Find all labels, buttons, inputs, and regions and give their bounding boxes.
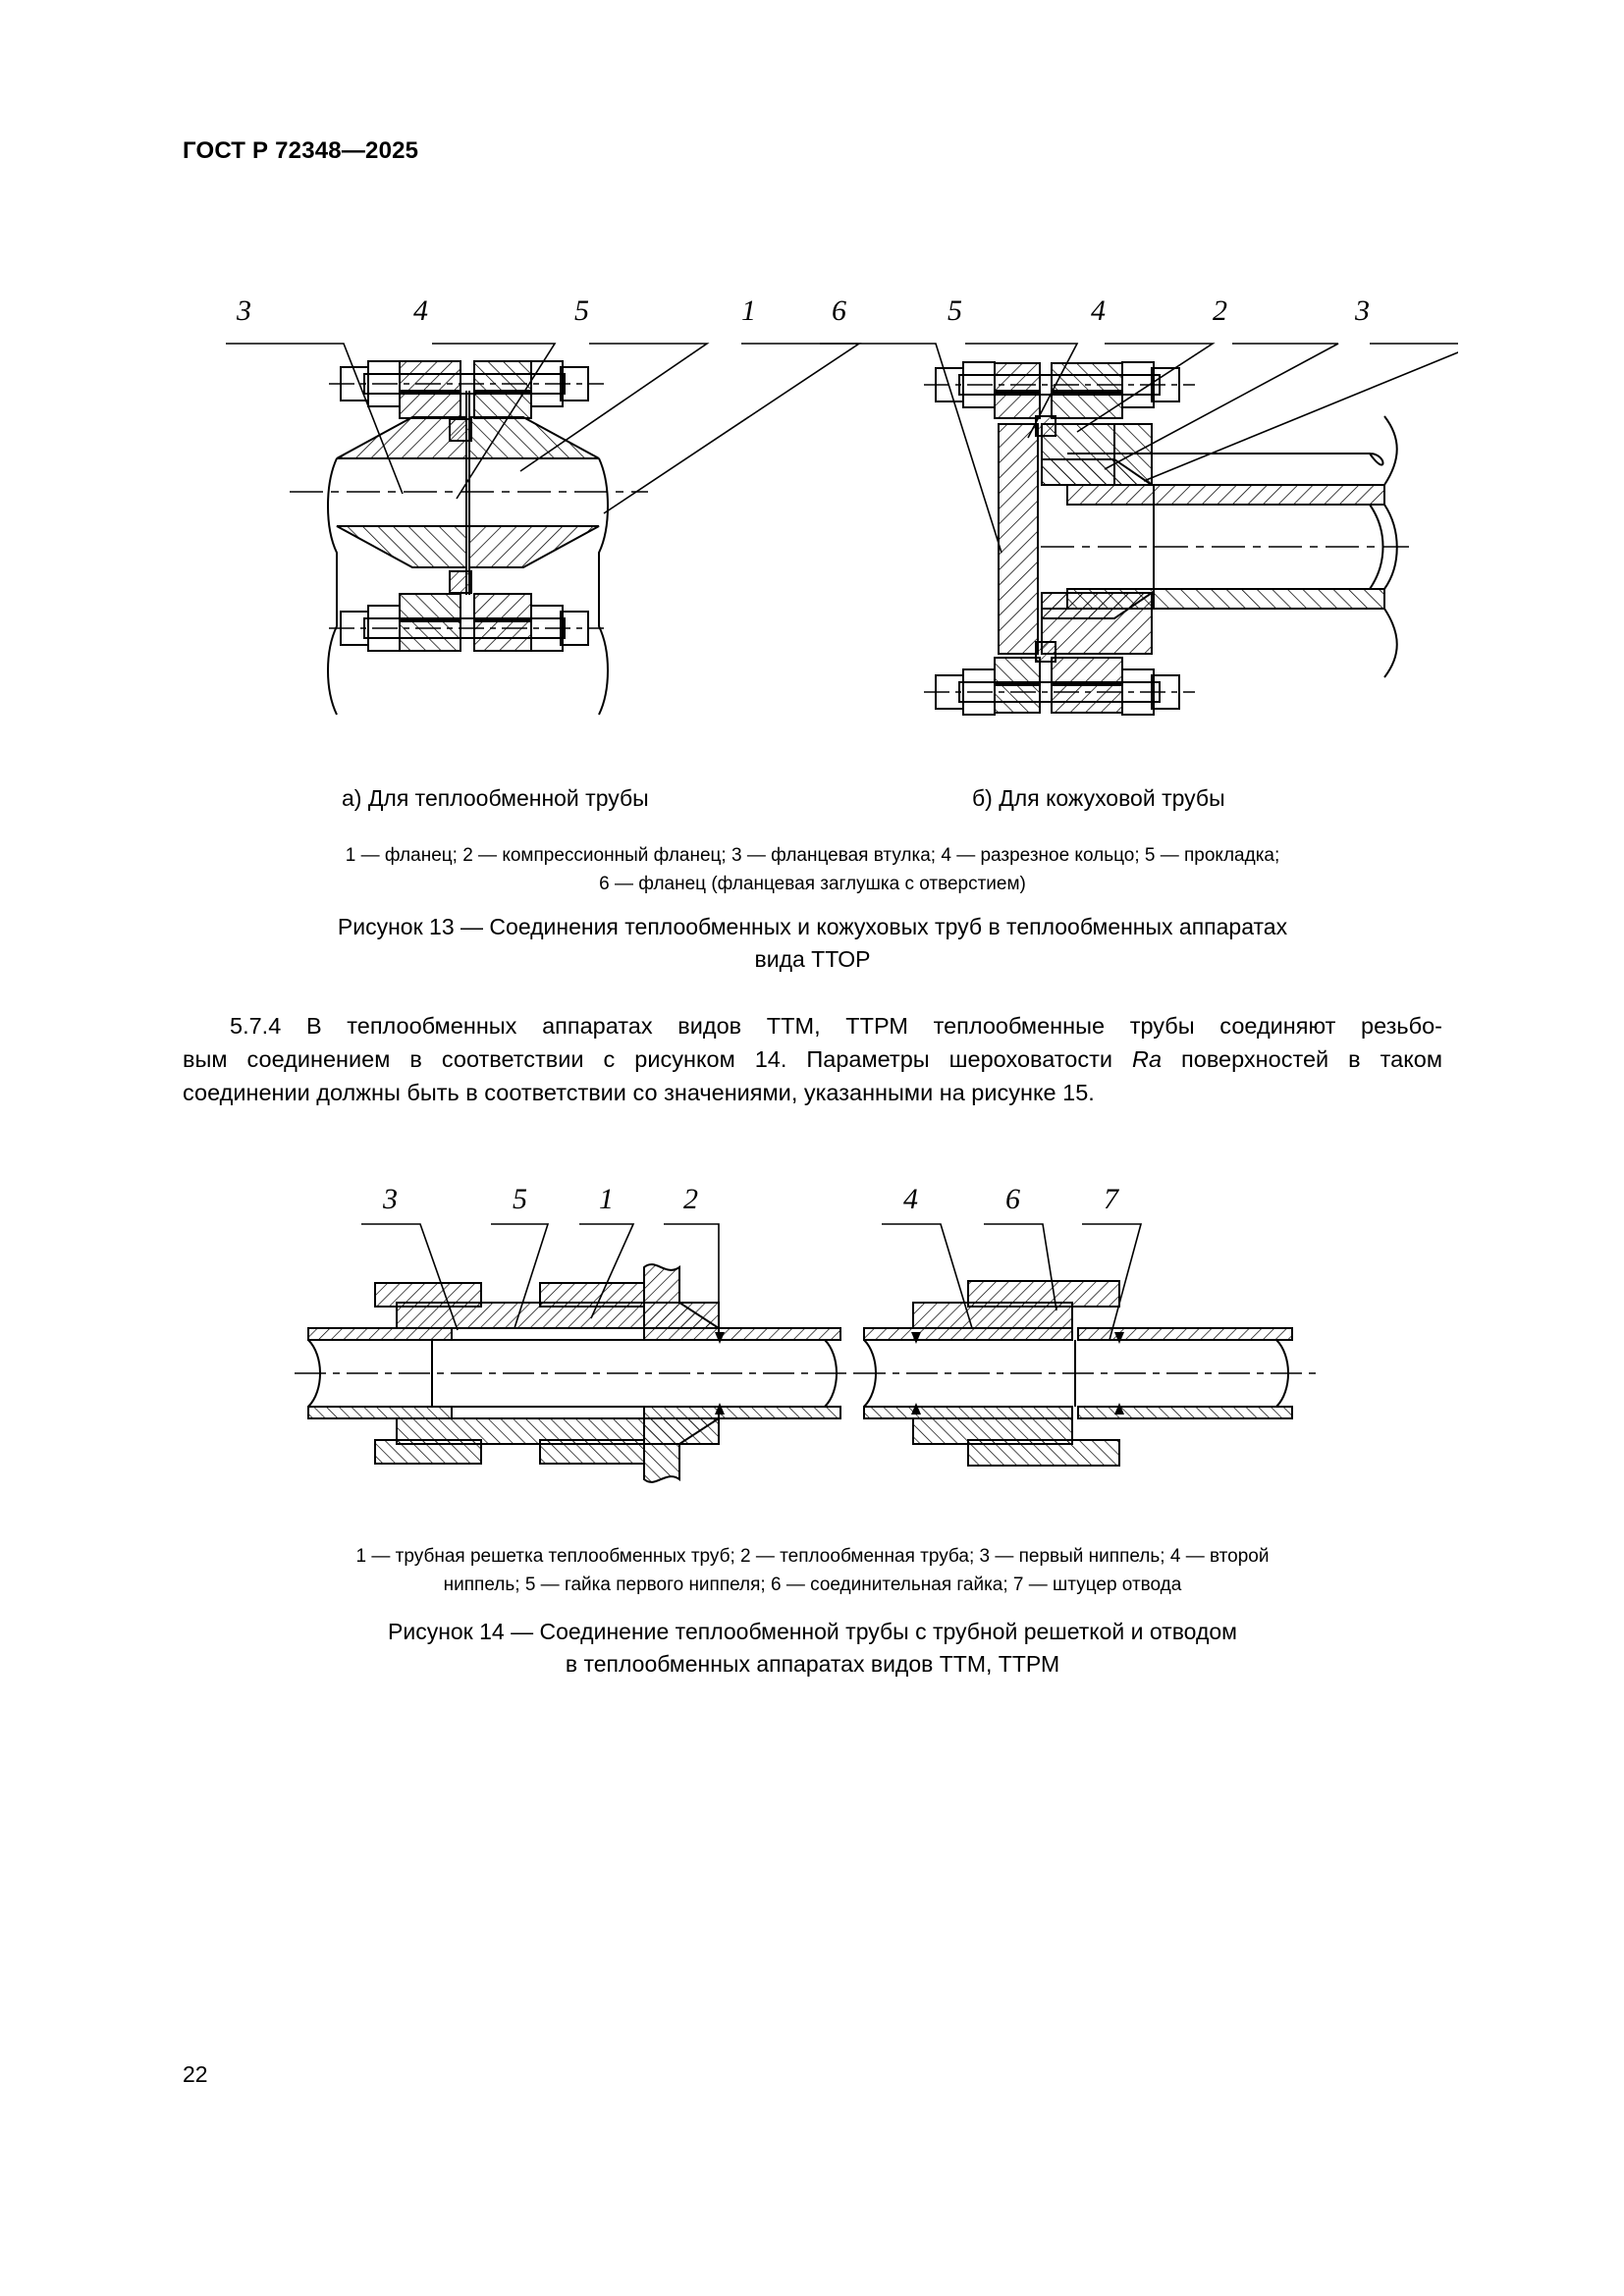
figure-13b-callout-5: 5 [947, 294, 962, 327]
figure-14-callout-6: 6 [1005, 1183, 1020, 1215]
figure-13a-bottom-bolt-group [329, 570, 604, 652]
figure-13a-assembly: 3 4 5 1 [226, 294, 862, 716]
figure-13a-callout-3: 3 [236, 294, 251, 327]
figure-13-legend-line-2: 6 — фланец (фланцевая заглушка с отверст… [599, 873, 1026, 894]
figure-14-caption: Рисунок 14 — Соединение теплообменной тр… [183, 1616, 1442, 1680]
figure-14-right-assembly: 4 6 7 [854, 1183, 1316, 1467]
page-number: 22 [183, 2061, 208, 2087]
paragraph-line-1: 5.7.4 В теплообменных аппаратах видов ТТ… [183, 1009, 1442, 1042]
figure-13a-callout-4: 4 [413, 294, 428, 327]
figure-13-legend: 1 — фланец; 2 — компрессионный фланец; 3… [183, 842, 1442, 899]
figure-13-caption: Рисунок 13 — Соединения теплообменных и … [183, 911, 1442, 975]
figure-13-caption-line-1: Рисунок 13 — Соединения теплообменных и … [337, 914, 1288, 939]
paragraph-line-2-before: вым соединением в соответствии с рисунко… [183, 1046, 1132, 1073]
figure-13b-callout-6: 6 [832, 294, 846, 327]
figure-13b-assembly: 6 5 4 2 3 [820, 294, 1458, 716]
figure-13b-top-bolt-group [924, 361, 1195, 437]
figure-14-callout-1: 1 [599, 1183, 614, 1215]
figure-14-caption-line-2: в теплообменных аппаратах видов ТТМ, ТТР… [565, 1650, 1060, 1677]
paragraph-line-2-after: поверхностей в таком [1162, 1046, 1443, 1073]
figure-14-legend-line-1: 1 — трубная решетка теплообменных труб; … [355, 1546, 1270, 1567]
figure-14-caption-line-1: Рисунок 14 — Соединение теплообменной тр… [388, 1619, 1237, 1644]
figure-14-callout-4: 4 [903, 1183, 918, 1215]
figure-14-callout-7: 7 [1104, 1183, 1120, 1215]
section-number: 5.7.4 [230, 1013, 282, 1039]
figure-13-legend-line-1: 1 — фланец; 2 — компрессионный фланец; 3… [345, 845, 1280, 866]
figure-13a-top-bolt-group [329, 360, 604, 442]
figure-13a-callout-1: 1 [741, 294, 756, 327]
figure-13-caption-line-2: вида ТТОР [754, 945, 871, 972]
page-header-standard-number: ГОСТ Р 72348—2025 [183, 137, 419, 164]
figure-14-callout-2: 2 [683, 1183, 698, 1215]
paragraph-line-2: вым соединением в соответствии с рисунко… [183, 1042, 1442, 1076]
paragraph-line-1-text: В теплообменных аппаратах видов ТТМ, ТТР… [305, 1013, 1442, 1039]
figure-13b-callout-2: 2 [1213, 294, 1227, 327]
figure-14-left-assembly: 3 5 1 2 [295, 1183, 854, 1483]
figure-13-drawing: 3 4 5 1 [172, 214, 1458, 764]
figure-13b-callout-3: 3 [1354, 294, 1370, 327]
roughness-parameter-symbol: Ra [1132, 1046, 1163, 1073]
figure-13a-callout-5: 5 [574, 294, 589, 327]
figure-13b-sub-caption: б) Для кожуховой трубы [972, 785, 1225, 811]
figure-14-drawing: 3 5 1 2 [295, 1163, 1345, 1517]
paragraph-line-3: соединении должны быть в соответствии со… [183, 1080, 1095, 1106]
figure-14-legend: 1 — трубная решетка теплообменных труб; … [183, 1543, 1442, 1600]
figure-13b-bottom-bolt-group [924, 641, 1195, 716]
figure-13a-sub-caption: а) Для теплообменной трубы [342, 785, 649, 811]
figure-14-callout-5: 5 [513, 1183, 527, 1215]
section-5-7-4-paragraph: 5.7.4 В теплообменных аппаратах видов ТТ… [183, 1009, 1442, 1109]
figure-13b-callout-4: 4 [1091, 294, 1106, 327]
figure-14-legend-line-2: ниппель; 5 — гайка первого ниппеля; 6 — … [443, 1574, 1182, 1595]
figure-14-callout-3: 3 [382, 1183, 398, 1215]
